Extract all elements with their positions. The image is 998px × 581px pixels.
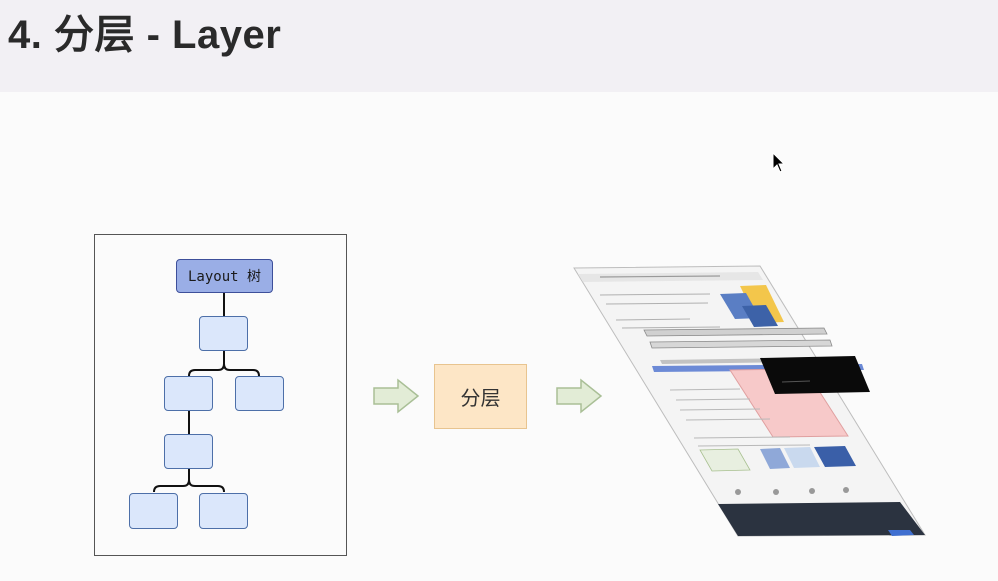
layout-tree-frame: [94, 234, 347, 556]
arrow-right-icon: [373, 378, 420, 414]
tree-node: [164, 376, 213, 411]
tree-node: [199, 493, 248, 529]
layout-tree-root-node: Layout 树: [176, 259, 273, 293]
layering-process-box: 分层: [434, 364, 527, 429]
layered-page-illustration: [573, 265, 926, 537]
slide-title: 4. 分层 - Layer: [8, 13, 282, 57]
mouse-cursor-icon: [772, 152, 786, 173]
tree-node: [235, 376, 284, 411]
tree-node: [164, 434, 213, 469]
slide-header: 4. 分层 - Layer: [0, 0, 998, 92]
arrow-right-icon: [556, 378, 603, 414]
tree-node: [199, 316, 248, 351]
tree-node: [129, 493, 178, 529]
